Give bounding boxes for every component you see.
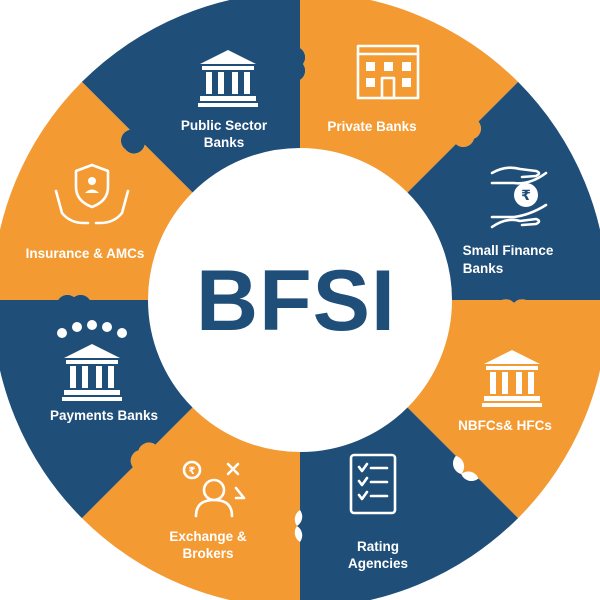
- bank-icon: [482, 350, 542, 407]
- segment-label-line: Agencies: [348, 556, 408, 571]
- segment-label-line: Public Sector: [181, 118, 268, 133]
- segment-insurance-amcs: Insurance & AMCs: [0, 81, 193, 300]
- segment-private-banks: Private Banks: [300, 0, 519, 193]
- insurance-hands-icon: [54, 163, 130, 225]
- segment-label-line: Private Banks: [327, 119, 416, 134]
- rupee-hands-icon: ₹: [490, 166, 548, 229]
- checklist-icon: [349, 453, 397, 515]
- svg-text:₹: ₹: [189, 466, 196, 477]
- segment-label-line: Small Finance: [463, 243, 554, 258]
- segment-label-line: Payments Banks: [50, 408, 158, 423]
- segment-exchange-brokers: ₹ Exchange & Brokers: [81, 407, 300, 600]
- segment-payments-banks: Payments Banks: [0, 294, 193, 519]
- segment-label-line: Brokers: [182, 546, 233, 561]
- segment-label-line: Banks: [463, 261, 504, 276]
- segment-label-line: Exchange &: [169, 529, 247, 544]
- bank-icon: [62, 344, 122, 401]
- segment-label-line: Banks: [204, 135, 245, 150]
- building-icon: [356, 44, 420, 100]
- segment-rating-agencies: Rating Agencies: [297, 407, 519, 600]
- svg-text:₹: ₹: [521, 188, 531, 204]
- segment-label-line: Rating: [357, 539, 399, 554]
- center-circle: [152, 152, 448, 448]
- segment-label-line: NBFCs& HFCs: [458, 418, 552, 433]
- broker-icon: ₹: [182, 460, 246, 518]
- segment-label-line: Insurance & AMCs: [26, 246, 145, 261]
- segment-nbfcs-hfcs: NBFCs& HFCs: [407, 299, 600, 519]
- center-title: BFSI: [196, 253, 396, 349]
- segment-public-sector-banks: Public Sector Banks: [81, 0, 306, 193]
- segment-small-finance-banks: ₹ Small Finance Banks: [407, 81, 600, 303]
- bank-icon: [198, 50, 258, 107]
- dots-icon: [57, 320, 127, 338]
